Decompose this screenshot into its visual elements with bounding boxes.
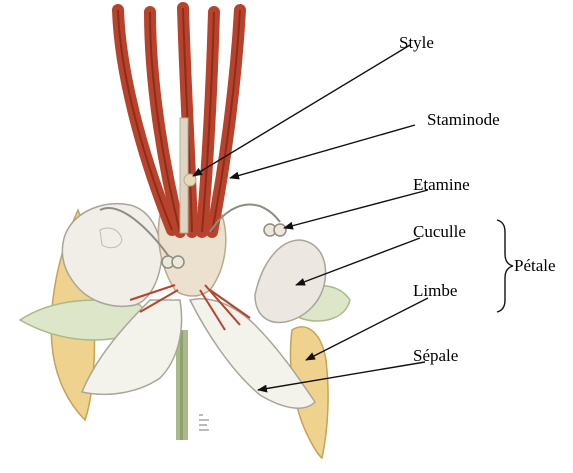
arrow-staminode (230, 125, 415, 178)
artist-signature (198, 412, 212, 434)
label-staminode: Staminode (427, 111, 500, 128)
label-etamine: Etamine (413, 176, 470, 193)
styles (118, 8, 240, 232)
label-sepale: Sépale (413, 347, 458, 364)
label-cuculle: Cuculle (413, 223, 466, 240)
label-style: Style (399, 34, 434, 51)
label-limbe: Limbe (413, 282, 457, 299)
label-petale: Pétale (514, 257, 556, 274)
arrow-etamine (284, 190, 428, 228)
petale-brace (497, 220, 513, 312)
